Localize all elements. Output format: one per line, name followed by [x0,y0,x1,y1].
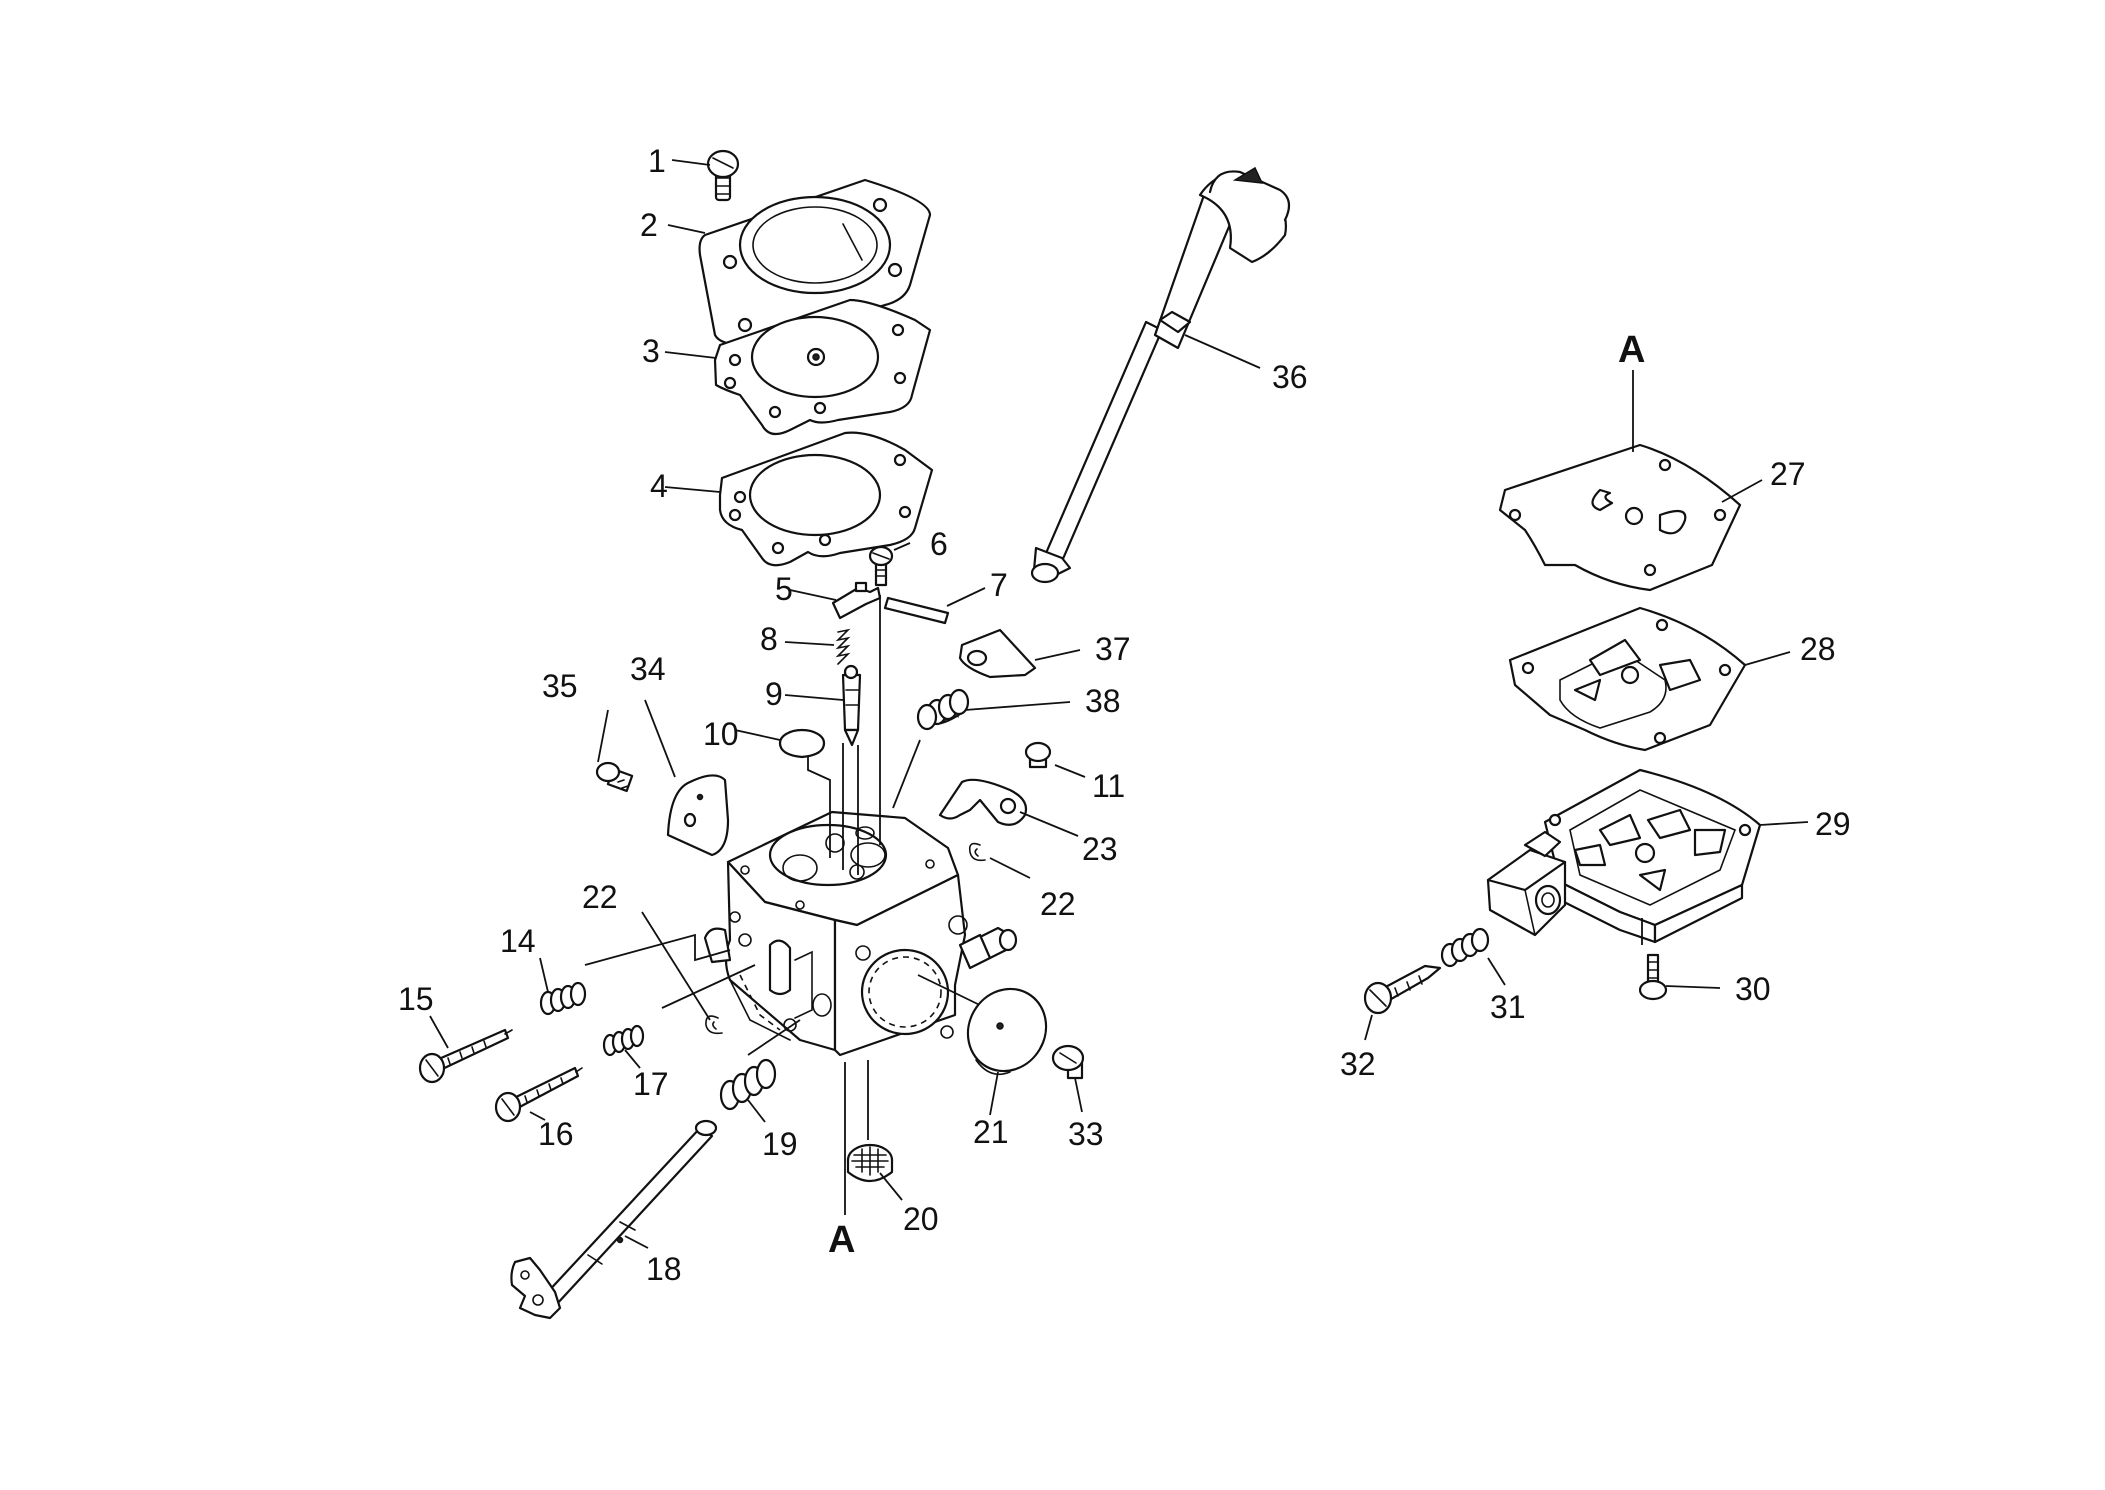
label-22-upper: 22 [1040,886,1076,922]
label-16: 16 [538,1116,574,1152]
part-17-spring [602,1024,645,1057]
label-19: 19 [762,1126,798,1162]
label-10: 10 [703,716,739,752]
label-leaders [429,159,1809,1249]
part-14-spring [539,981,587,1016]
label-3: 3 [642,333,660,369]
label-21: 21 [973,1114,1009,1150]
label-2: 2 [640,207,658,243]
part-33-screw [1051,1044,1085,1080]
label-34: 34 [630,651,666,687]
part-15-mixture-screw [418,1028,513,1084]
part-16-mixture-screw [494,1066,583,1123]
part-27-gasket [1498,443,1742,592]
part-22-lower-clip [705,1015,723,1035]
label-38: 38 [1085,683,1121,719]
label-14: 14 [500,923,536,959]
label-31: 31 [1490,989,1526,1025]
part-10-plug [778,728,826,759]
part-11-screw [1024,741,1052,769]
label-32: 32 [1340,1046,1376,1082]
part-4-gasket [718,431,934,567]
part-9-needle-valve [841,664,862,747]
label-4: 4 [650,468,668,504]
label-22-lower: 22 [582,879,618,915]
label-7: 7 [990,567,1008,603]
part-23-throttle-lever [938,778,1028,826]
label-11: 11 [1092,768,1125,804]
part-38-spring [916,688,970,731]
label-27: 27 [1770,456,1806,492]
part-6-screw [868,545,894,587]
label-23: 23 [1082,831,1118,867]
label-29: 29 [1815,806,1851,842]
label-8: 8 [760,621,778,657]
part-labels: 1 2 3 4 5 6 7 8 9 10 11 23 22 37 38 36 3… [398,143,1851,1287]
label-1: 1 [648,143,666,179]
label-5: 5 [775,571,793,607]
part-30-screw [1638,953,1668,1001]
part-1-screw [706,149,740,202]
part-3-diaphragm [713,298,932,436]
label-33: 33 [1068,1116,1104,1152]
label-35: 35 [542,668,578,704]
label-18: 18 [646,1251,682,1287]
assembly-lines [584,595,991,1215]
label-6: 6 [930,526,948,562]
part-5-metering-lever [831,581,882,620]
part-22-upper-clip [968,842,986,862]
part-21-pump-diaphragm [966,987,1048,1076]
label-9: 9 [765,676,783,712]
label-28: 28 [1800,631,1836,667]
part-28-gasket [1508,606,1747,752]
part-7-pin [883,596,950,625]
label-15: 15 [398,981,434,1017]
ref-a-top: A [1618,329,1645,371]
part-32-screw [1363,964,1442,1015]
part-37-plate [958,628,1037,679]
label-36: 36 [1272,359,1308,395]
part-18-throttle-shaft [510,1119,718,1320]
part-29-pump-body [1486,768,1762,944]
label-37: 37 [1095,631,1131,667]
label-30: 30 [1735,971,1771,1007]
part-31-spring [1440,927,1490,968]
part-8-spring [835,628,851,665]
part-20-filter-screen [846,1143,894,1183]
label-20: 20 [903,1201,939,1237]
part-34-throttle-plate [666,774,730,857]
part-36-choke-shaft [1030,166,1291,584]
label-17: 17 [633,1066,669,1102]
part-19-spring [719,1058,777,1111]
part-35-screw [595,761,634,793]
ref-a-bottom: A [828,1219,855,1261]
